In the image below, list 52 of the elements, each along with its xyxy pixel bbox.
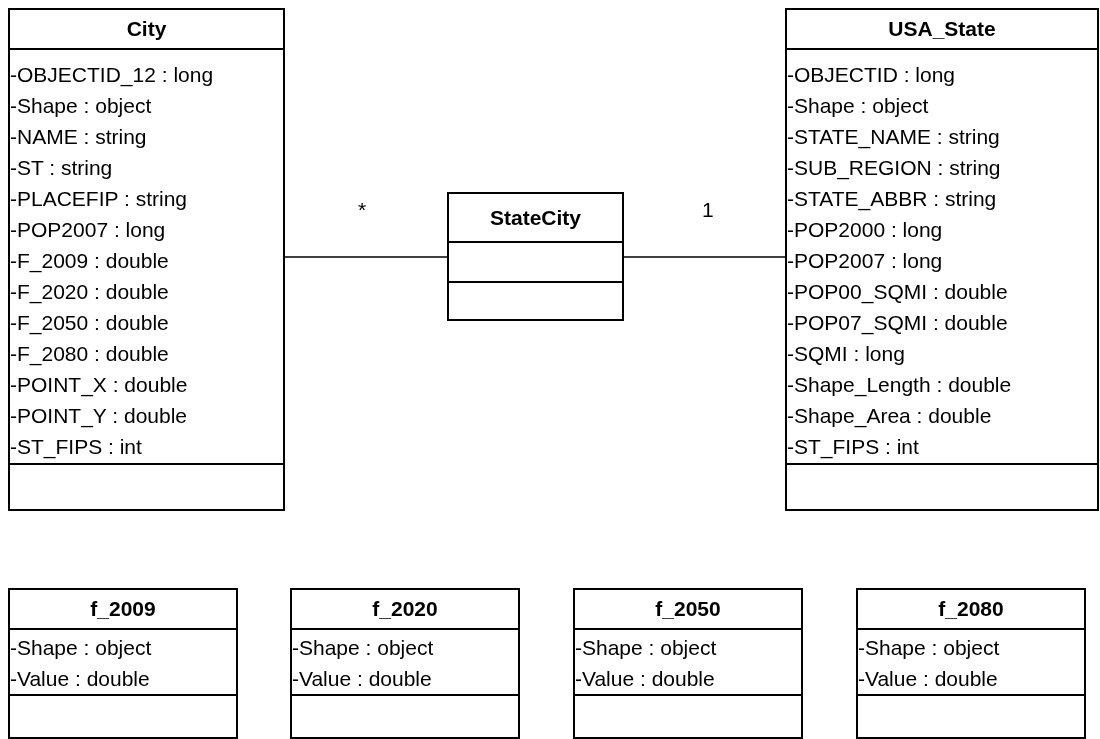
multiplicity-label: * [358,198,367,222]
uml-class-box [290,588,520,739]
attribute-text: -POP2007 : long [787,248,943,274]
class-name: City [126,17,167,41]
attribute-text: -F_2050 : double [10,310,169,337]
attribute-text: -POP07_SQMI : double [787,310,1008,337]
attribute-text: -F_2020 : double [10,279,169,306]
attribute-text: -SQMI : long [787,341,905,367]
class-name: USA_State [888,17,996,41]
uml-class-box [8,8,285,511]
attribute-text: -PLACEFIP : string [10,186,187,212]
attribute-text: -Shape : object [787,93,929,119]
attribute-text: -F_2009 : double [10,248,169,275]
class-name: f_2080 [938,597,1004,621]
attribute-text: -ST : string [10,155,113,181]
attribute-text: -Shape : object [10,93,152,119]
class-name: f_2020 [372,597,438,621]
attribute-text: -Shape : object [292,635,434,661]
attribute-text: -NAME : string [10,124,147,150]
attribute-text: -F_2080 : double [10,341,169,368]
class-name: f_2009 [90,597,156,621]
uml-class-box [856,588,1086,739]
attribute-text: -Shape_Area : double [787,403,992,430]
attribute-text: -Value : double [292,666,432,692]
attribute-text: -POP2000 : long [787,217,943,243]
attribute-text: -Shape : object [10,635,152,661]
attribute-text: -Value : double [575,666,715,692]
multiplicity-label: 1 [702,198,714,222]
attribute-text: -OBJECTID : long [787,62,956,88]
attribute-text: -Shape_Length : double [787,372,1012,399]
attribute-text: -POINT_X : double [10,372,188,399]
attribute-text: -Shape : object [575,635,717,661]
attribute-text: -SUB_REGION : string [787,155,1001,182]
attribute-text: -POP2007 : long [10,217,166,243]
attribute-text: -OBJECTID_12 : long [10,62,214,89]
attribute-text: -Value : double [858,666,998,692]
attribute-text: -POP00_SQMI : double [787,279,1008,306]
class-name: f_2050 [655,597,721,621]
attribute-text: -Shape : object [858,635,1000,661]
uml-class-box [447,192,624,321]
association-line [623,256,786,258]
attribute-text: -POINT_Y : double [10,403,188,430]
attribute-text: -ST_FIPS : int [787,434,919,461]
uml-class-box [573,588,803,739]
attribute-text: -ST_FIPS : int [10,434,142,461]
uml-class-box [785,8,1099,511]
uml-class-box [8,588,238,739]
association-line [284,256,448,258]
attribute-text: -STATE_ABBR : string [787,186,997,213]
class-name: StateCity [490,205,581,230]
attribute-text: -Value : double [10,666,150,692]
attribute-text: -STATE_NAME : string [787,124,1000,151]
